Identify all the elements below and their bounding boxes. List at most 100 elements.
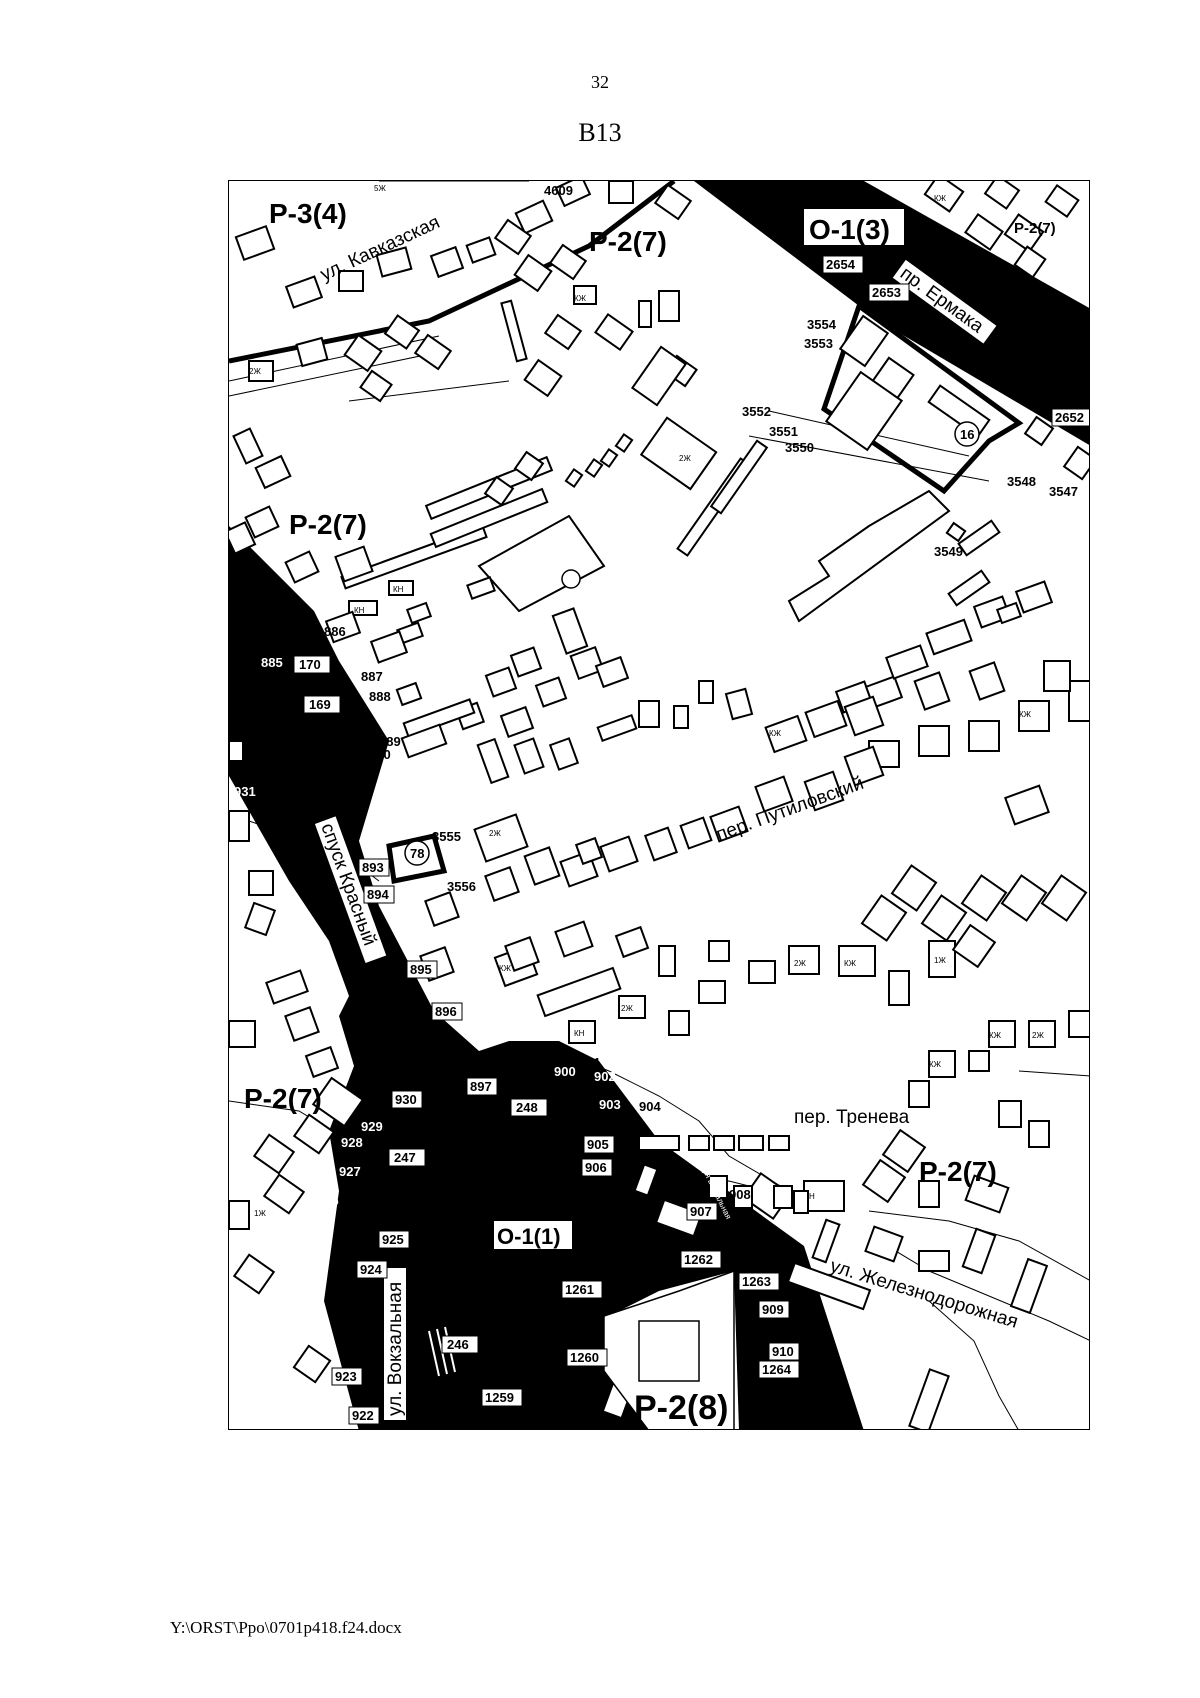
building-label: Н xyxy=(809,1192,815,1201)
building-label: КЖ xyxy=(499,964,512,973)
building-label: КЖ xyxy=(769,729,782,738)
point-label: 884 xyxy=(259,533,281,548)
zoning-map: КЖ 2Ж 2Ж КН КН 2Ж 2Ж КЖ 1Ж КЖ 2Ж КЖ Н КН… xyxy=(229,181,1089,1429)
boundary-kavkazskaya xyxy=(229,181,676,364)
boundary-block-16 xyxy=(821,301,1024,495)
building-label: КЖ xyxy=(1019,710,1032,719)
marker-78: 78 xyxy=(410,846,424,861)
point-label: 3549 xyxy=(934,544,963,559)
point-label: 3548 xyxy=(1007,474,1036,489)
building-label: 2Ж xyxy=(679,454,691,463)
point-label: 3553 xyxy=(804,336,833,351)
point-label: 901 xyxy=(579,1055,601,1070)
building-label: 2Ж xyxy=(489,829,501,838)
zone-r2-7-top: Р-2(7) xyxy=(589,226,667,257)
point-labels-plain: 4609 3554 3553 3552 3551 3550 3548 3547 … xyxy=(324,183,1078,1202)
point-label: 930 xyxy=(395,1092,417,1107)
buildings-outline xyxy=(229,181,1089,1429)
zone-r3-4: Р-3(4) xyxy=(269,198,347,229)
point-label: 905 xyxy=(587,1137,609,1152)
point-label: 169 xyxy=(309,697,331,712)
building-label: КЖ xyxy=(844,959,857,968)
building-label: КН xyxy=(393,585,404,594)
point-label: 910 xyxy=(772,1344,794,1359)
point-label: 893 xyxy=(362,860,384,875)
point-label: 904 xyxy=(639,1099,661,1114)
point-label: 899 xyxy=(541,1049,563,1064)
street-treneva: пер. Тренева xyxy=(794,1107,910,1128)
point-label: 246 xyxy=(447,1337,469,1352)
point-label: 903 xyxy=(599,1097,621,1112)
point-label: 170 xyxy=(299,657,321,672)
boundary-lines xyxy=(229,181,1024,884)
point-label: 889 xyxy=(379,734,401,749)
point-label: 922 xyxy=(352,1408,374,1423)
point-label: 929 xyxy=(361,1119,383,1134)
point-label: 894 xyxy=(367,887,389,902)
zone-o1-3-strip xyxy=(694,181,1089,445)
zone-o1-1: О-1(1) xyxy=(497,1224,561,1249)
zone-r2-8: Р-2(8) xyxy=(634,1389,728,1427)
point-label: 896 xyxy=(435,1004,457,1019)
point-label: 3554 xyxy=(807,317,837,332)
zone-r2-7-left: Р-2(7) xyxy=(289,509,367,540)
point-label: 3547 xyxy=(1049,484,1078,499)
building-label: КН xyxy=(354,606,365,615)
building-label: 5Ж xyxy=(374,184,386,193)
point-label: 902 xyxy=(594,1069,616,1084)
point-label: 3552 xyxy=(742,404,771,419)
point-label: 923 xyxy=(335,1369,357,1384)
footer-file-path: Y:\ORST\Ppo\0701p418.f24.docx xyxy=(170,1618,402,1637)
building-label: КЖ xyxy=(574,294,587,303)
building-label: 2Ж xyxy=(1032,1031,1044,1040)
point-label: 885 xyxy=(261,655,283,670)
zone-r2-7-right: Р-2(7) xyxy=(919,1156,997,1187)
building-label: КН xyxy=(574,1029,585,1038)
point-label: 928 xyxy=(341,1135,363,1150)
point-label: 924 xyxy=(360,1262,382,1277)
point-label: 886 xyxy=(324,624,346,639)
point-label: 1260 xyxy=(570,1350,599,1365)
map-frame: КЖ 2Ж 2Ж КН КН 2Ж 2Ж КЖ 1Ж КЖ 2Ж КЖ Н КН… xyxy=(228,180,1090,1430)
point-label: 2654 xyxy=(826,257,856,272)
point-label: 1263 xyxy=(742,1274,771,1289)
point-labels-boxed: 2654 2653 2652 170 169 893 894 895 896 8… xyxy=(293,255,1089,1425)
point-label: 907 xyxy=(690,1204,712,1219)
point-label: 2653 xyxy=(872,285,901,300)
point-label: 248 xyxy=(516,1100,538,1115)
building-label: 2Ж xyxy=(794,959,806,968)
point-label: 898 xyxy=(505,1054,527,1069)
building-r2-8 xyxy=(638,1320,700,1382)
zone-r2-7-corner: Р-2(7) xyxy=(1014,220,1056,237)
point-label: 895 xyxy=(410,962,432,977)
point-label: 1262 xyxy=(684,1252,713,1267)
markers: 16 78 xyxy=(404,421,980,866)
building-label: КЖ xyxy=(989,1031,1002,1040)
point-label: 3555 xyxy=(432,829,461,844)
point-label: 908 xyxy=(729,1187,751,1202)
building-tags: КЖ 2Ж 2Ж КН КН 2Ж 2Ж КЖ 1Ж КЖ 2Ж КЖ Н КН… xyxy=(249,184,1044,1218)
point-label: 909 xyxy=(762,1302,784,1317)
point-label: 891 xyxy=(357,759,379,774)
point-label: 888 xyxy=(369,689,391,704)
point-label: 1259 xyxy=(485,1390,514,1405)
point-label: 906 xyxy=(585,1160,607,1175)
zone-o1-3: О-1(3) xyxy=(809,214,890,245)
point-label: 926 xyxy=(317,1193,339,1208)
round-structure xyxy=(561,569,581,589)
building-label: 1Ж xyxy=(254,1209,266,1218)
building-label: КЖ xyxy=(934,194,947,203)
point-label: 1261 xyxy=(565,1282,594,1297)
point-label: 925 xyxy=(382,1232,404,1247)
point-label: 897 xyxy=(470,1079,492,1094)
point-label: 247 xyxy=(394,1150,416,1165)
point-label: 890 xyxy=(369,747,391,762)
building-label: 2Ж xyxy=(249,367,261,376)
point-label: 2652 xyxy=(1055,410,1084,425)
marker-16: 16 xyxy=(960,427,974,442)
point-label: 931 xyxy=(234,784,256,799)
building-label: 1Ж xyxy=(934,956,946,965)
zone-labels: Р-3(4) Р-2(7) Р-2(7) О-1(3) Р-2(7) Р-2(7… xyxy=(244,198,1056,1427)
point-label: 892 xyxy=(353,773,375,788)
point-label: 3556 xyxy=(447,879,476,894)
